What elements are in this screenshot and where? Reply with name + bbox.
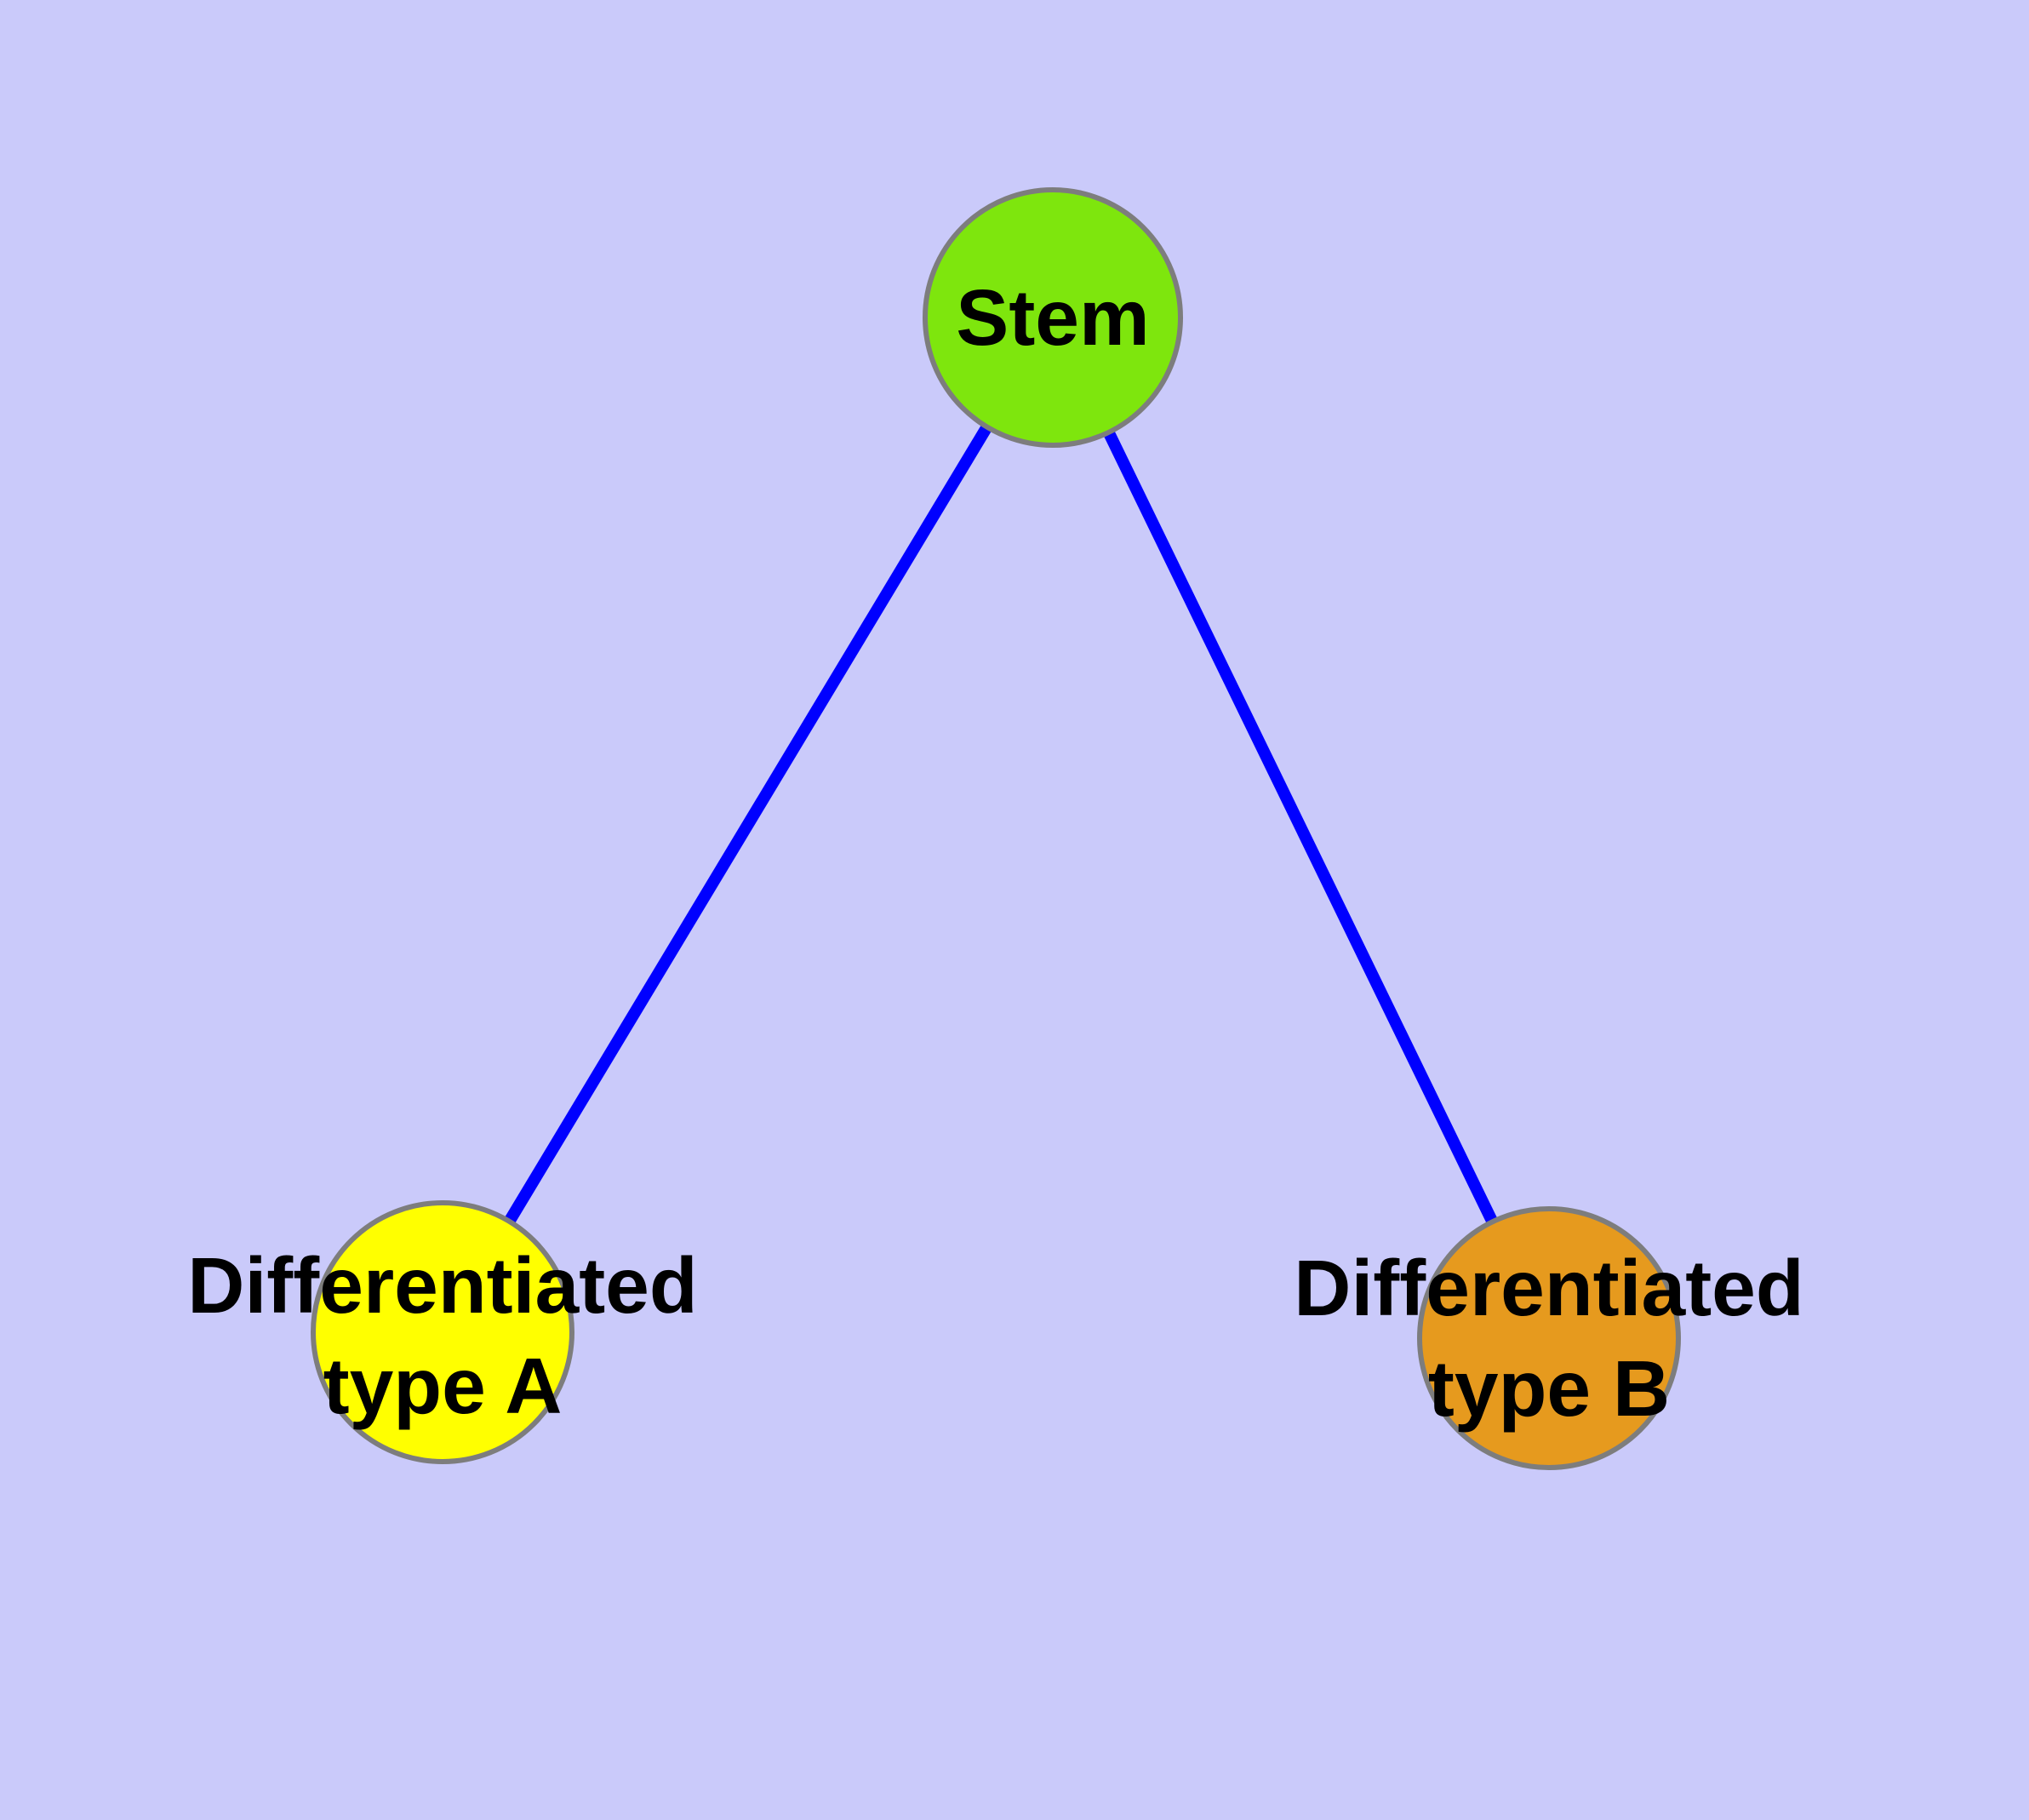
node-stem: [923, 187, 1183, 448]
node-differentiated-type-b: [1417, 1206, 1681, 1470]
node-differentiated-type-a: [311, 1200, 574, 1464]
edge-stem-to-type-b: [1047, 314, 1555, 1342]
edge-stem-to-type-a: [437, 314, 1058, 1336]
